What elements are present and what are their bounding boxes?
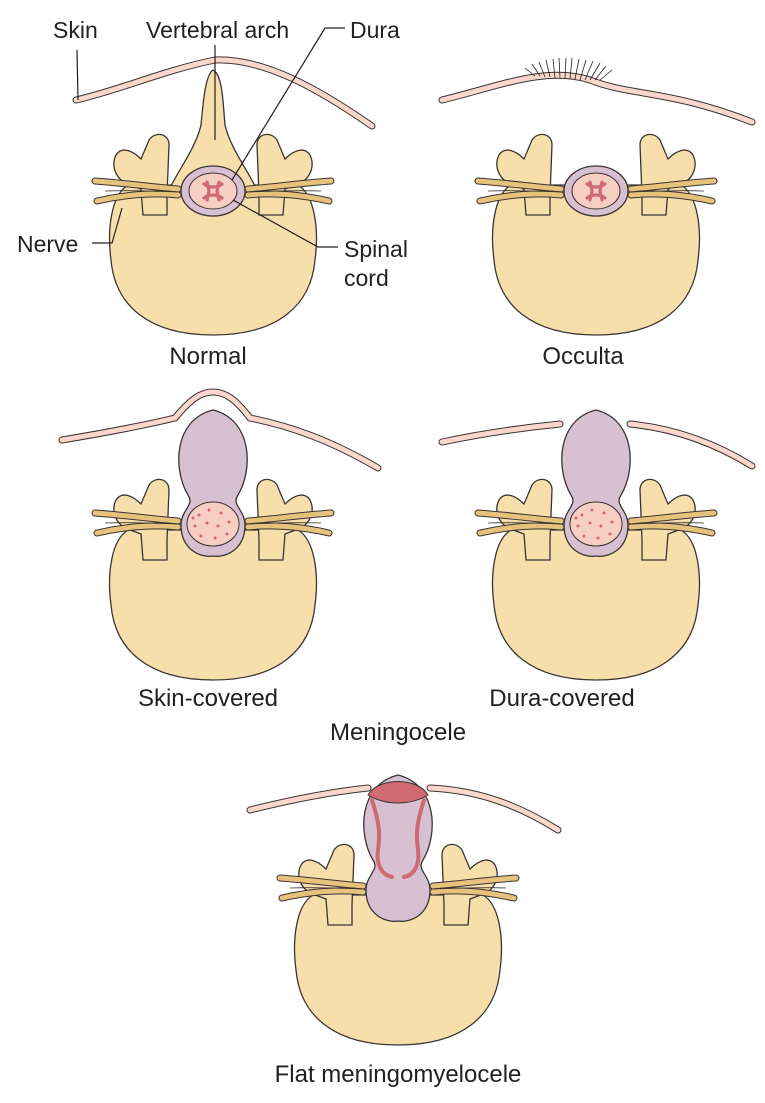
- caption-dura-covered: Dura-covered: [489, 685, 635, 712]
- meningomyelocele-sac: [363, 774, 433, 922]
- nerve-label: Nerve: [17, 231, 79, 257]
- hair-tuft: [524, 57, 613, 81]
- dura-label: Dura: [350, 17, 400, 43]
- panel-occulta: [438, 57, 756, 336]
- skin-label: Skin: [53, 17, 98, 43]
- vertebra: [95, 69, 331, 336]
- panel-dura-covered: [438, 409, 756, 681]
- caption-meningocele: Meningocele: [329, 719, 467, 746]
- caption-skin-covered: Skin-covered: [137, 685, 279, 712]
- spinal-cord: [186, 501, 240, 547]
- caption-flat-meningomyelocele: Flat meningomyelocele: [274, 1061, 522, 1088]
- panel-flat-meningomyelocele: [246, 774, 562, 1046]
- spinal-cord: [569, 501, 623, 547]
- vertebra: [478, 133, 714, 336]
- panel-skin-covered: [58, 388, 382, 681]
- spinal-cord-label: Spinal cord: [344, 236, 408, 291]
- spinal-cord: [571, 172, 621, 210]
- caption-occulta: Occulta: [542, 343, 624, 370]
- caption-normal: Normal: [169, 343, 247, 370]
- neural-plaque: [367, 781, 429, 804]
- panel-normal: [72, 27, 376, 336]
- spinal-cord: [188, 172, 238, 210]
- vertebral-arch-label: Vertebral arch: [146, 17, 290, 43]
- leader-lines: [76, 27, 345, 248]
